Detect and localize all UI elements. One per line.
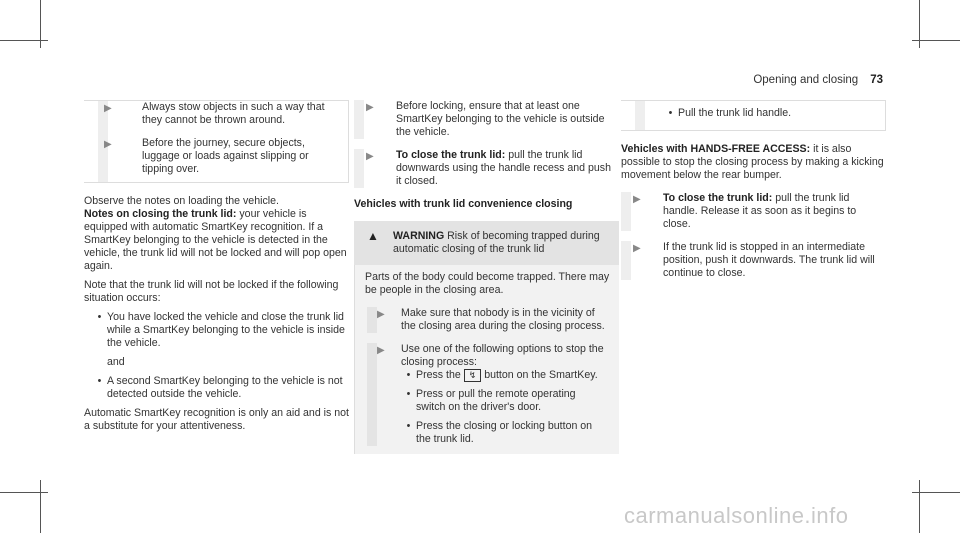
list-item: •A second SmartKey belonging to the vehi… <box>84 375 349 401</box>
section-title: Opening and closing <box>753 74 859 86</box>
instruction-step: ▶ Before locking, ensure that at least o… <box>354 100 619 139</box>
arrow-icon: ▶ <box>633 243 641 254</box>
observe-text: Observe the notes on loading the vehicle… <box>84 195 279 207</box>
arrow-icon: ▶ <box>366 102 374 113</box>
step-bar <box>367 343 377 446</box>
notes-paragraph: Notes on closing the trunk lid: your veh… <box>84 208 347 272</box>
bullet-icon: • <box>668 107 673 119</box>
warning-body: Parts of the body could become trapped. … <box>354 265 619 454</box>
list-item: •Press the closing or locking button on … <box>401 420 607 446</box>
step-bar <box>367 307 377 333</box>
list-item: •You have locked the vehicle and close t… <box>84 311 349 350</box>
automatic-text: Automatic SmartKey recognition is only a… <box>84 407 349 432</box>
arrow-icon: ▶ <box>377 345 385 356</box>
step-bar <box>621 241 631 280</box>
warning-box: ▲ WARNING Risk of becoming trapped durin… <box>354 221 619 454</box>
arrow-icon: ▶ <box>104 103 112 114</box>
step-bar <box>621 192 631 231</box>
hands-free-paragraph: Vehicles with HANDS-FREE ACCESS: it is a… <box>621 143 884 181</box>
crop-mark <box>919 0 920 48</box>
warning-header: ▲ WARNING Risk of becoming trapped durin… <box>354 221 619 265</box>
warning-icon: ▲ <box>367 229 379 243</box>
arrow-icon: ▶ <box>633 194 641 205</box>
column-left: ▶ Always stow objects in such a way that… <box>84 100 349 433</box>
crop-mark <box>0 492 48 493</box>
instruction-box: ▶ Always stow objects in such a way that… <box>84 100 349 183</box>
trunk-key-icon: ↯ <box>463 369 482 382</box>
column-right: •Pull the trunk lid handle. Vehicles wit… <box>621 100 886 280</box>
instruction-step: ▶ Before the journey, secure objects, lu… <box>104 137 309 175</box>
crop-mark <box>40 480 41 533</box>
list-item: •Press the ↯ button on the SmartKey. <box>401 369 607 382</box>
column-middle: ▶ Before locking, ensure that at least o… <box>354 100 619 454</box>
bullet-icon: • <box>97 375 102 387</box>
watermark: carmanualsonline.info <box>624 503 849 528</box>
instruction-step: ▶ Make sure that nobody is in the vicini… <box>365 307 613 333</box>
list-item: •Press or pull the remote operating swit… <box>401 388 607 414</box>
crop-mark <box>912 492 960 493</box>
instruction-step: ▶ To close the trunk lid: pull the trunk… <box>354 149 619 188</box>
page-number: 73 <box>870 74 883 86</box>
crop-mark <box>40 0 41 48</box>
instruction-step: ▶ To close the trunk lid: pull the trunk… <box>621 192 886 231</box>
notes-heading: Notes on closing the trunk lid: <box>84 208 237 220</box>
step-bar <box>354 149 364 188</box>
arrow-icon: ▶ <box>366 151 374 162</box>
warning-label: WARNING <box>393 230 445 242</box>
step-bar <box>98 101 108 182</box>
step-bar <box>354 100 364 139</box>
arrow-icon: ▶ <box>377 309 385 320</box>
instruction-step: ▶ If the trunk lid is stopped in an inte… <box>621 241 886 280</box>
list-item: •Pull the trunk lid handle. <box>621 107 885 120</box>
bullet-icon: • <box>406 420 411 432</box>
instruction-step: ▶ Always stow objects in such a way that… <box>104 101 325 126</box>
note-intro: Note that the trunk lid will not be lock… <box>84 279 339 304</box>
crop-mark <box>919 480 920 533</box>
bullet-icon: • <box>406 388 411 400</box>
page-header: Opening and closing 73 <box>753 74 883 87</box>
and-text: and <box>107 356 125 368</box>
arrow-icon: ▶ <box>104 139 112 150</box>
crop-mark <box>912 40 960 41</box>
step-bar <box>635 101 645 130</box>
bullet-icon: • <box>406 369 411 381</box>
bullet-icon: • <box>97 311 102 323</box>
crop-mark <box>0 40 48 41</box>
section-heading: Vehicles with trunk lid convenience clos… <box>354 198 573 210</box>
continued-box: •Pull the trunk lid handle. <box>621 100 886 131</box>
instruction-step: ▶ Use one of the following options to st… <box>365 343 613 446</box>
